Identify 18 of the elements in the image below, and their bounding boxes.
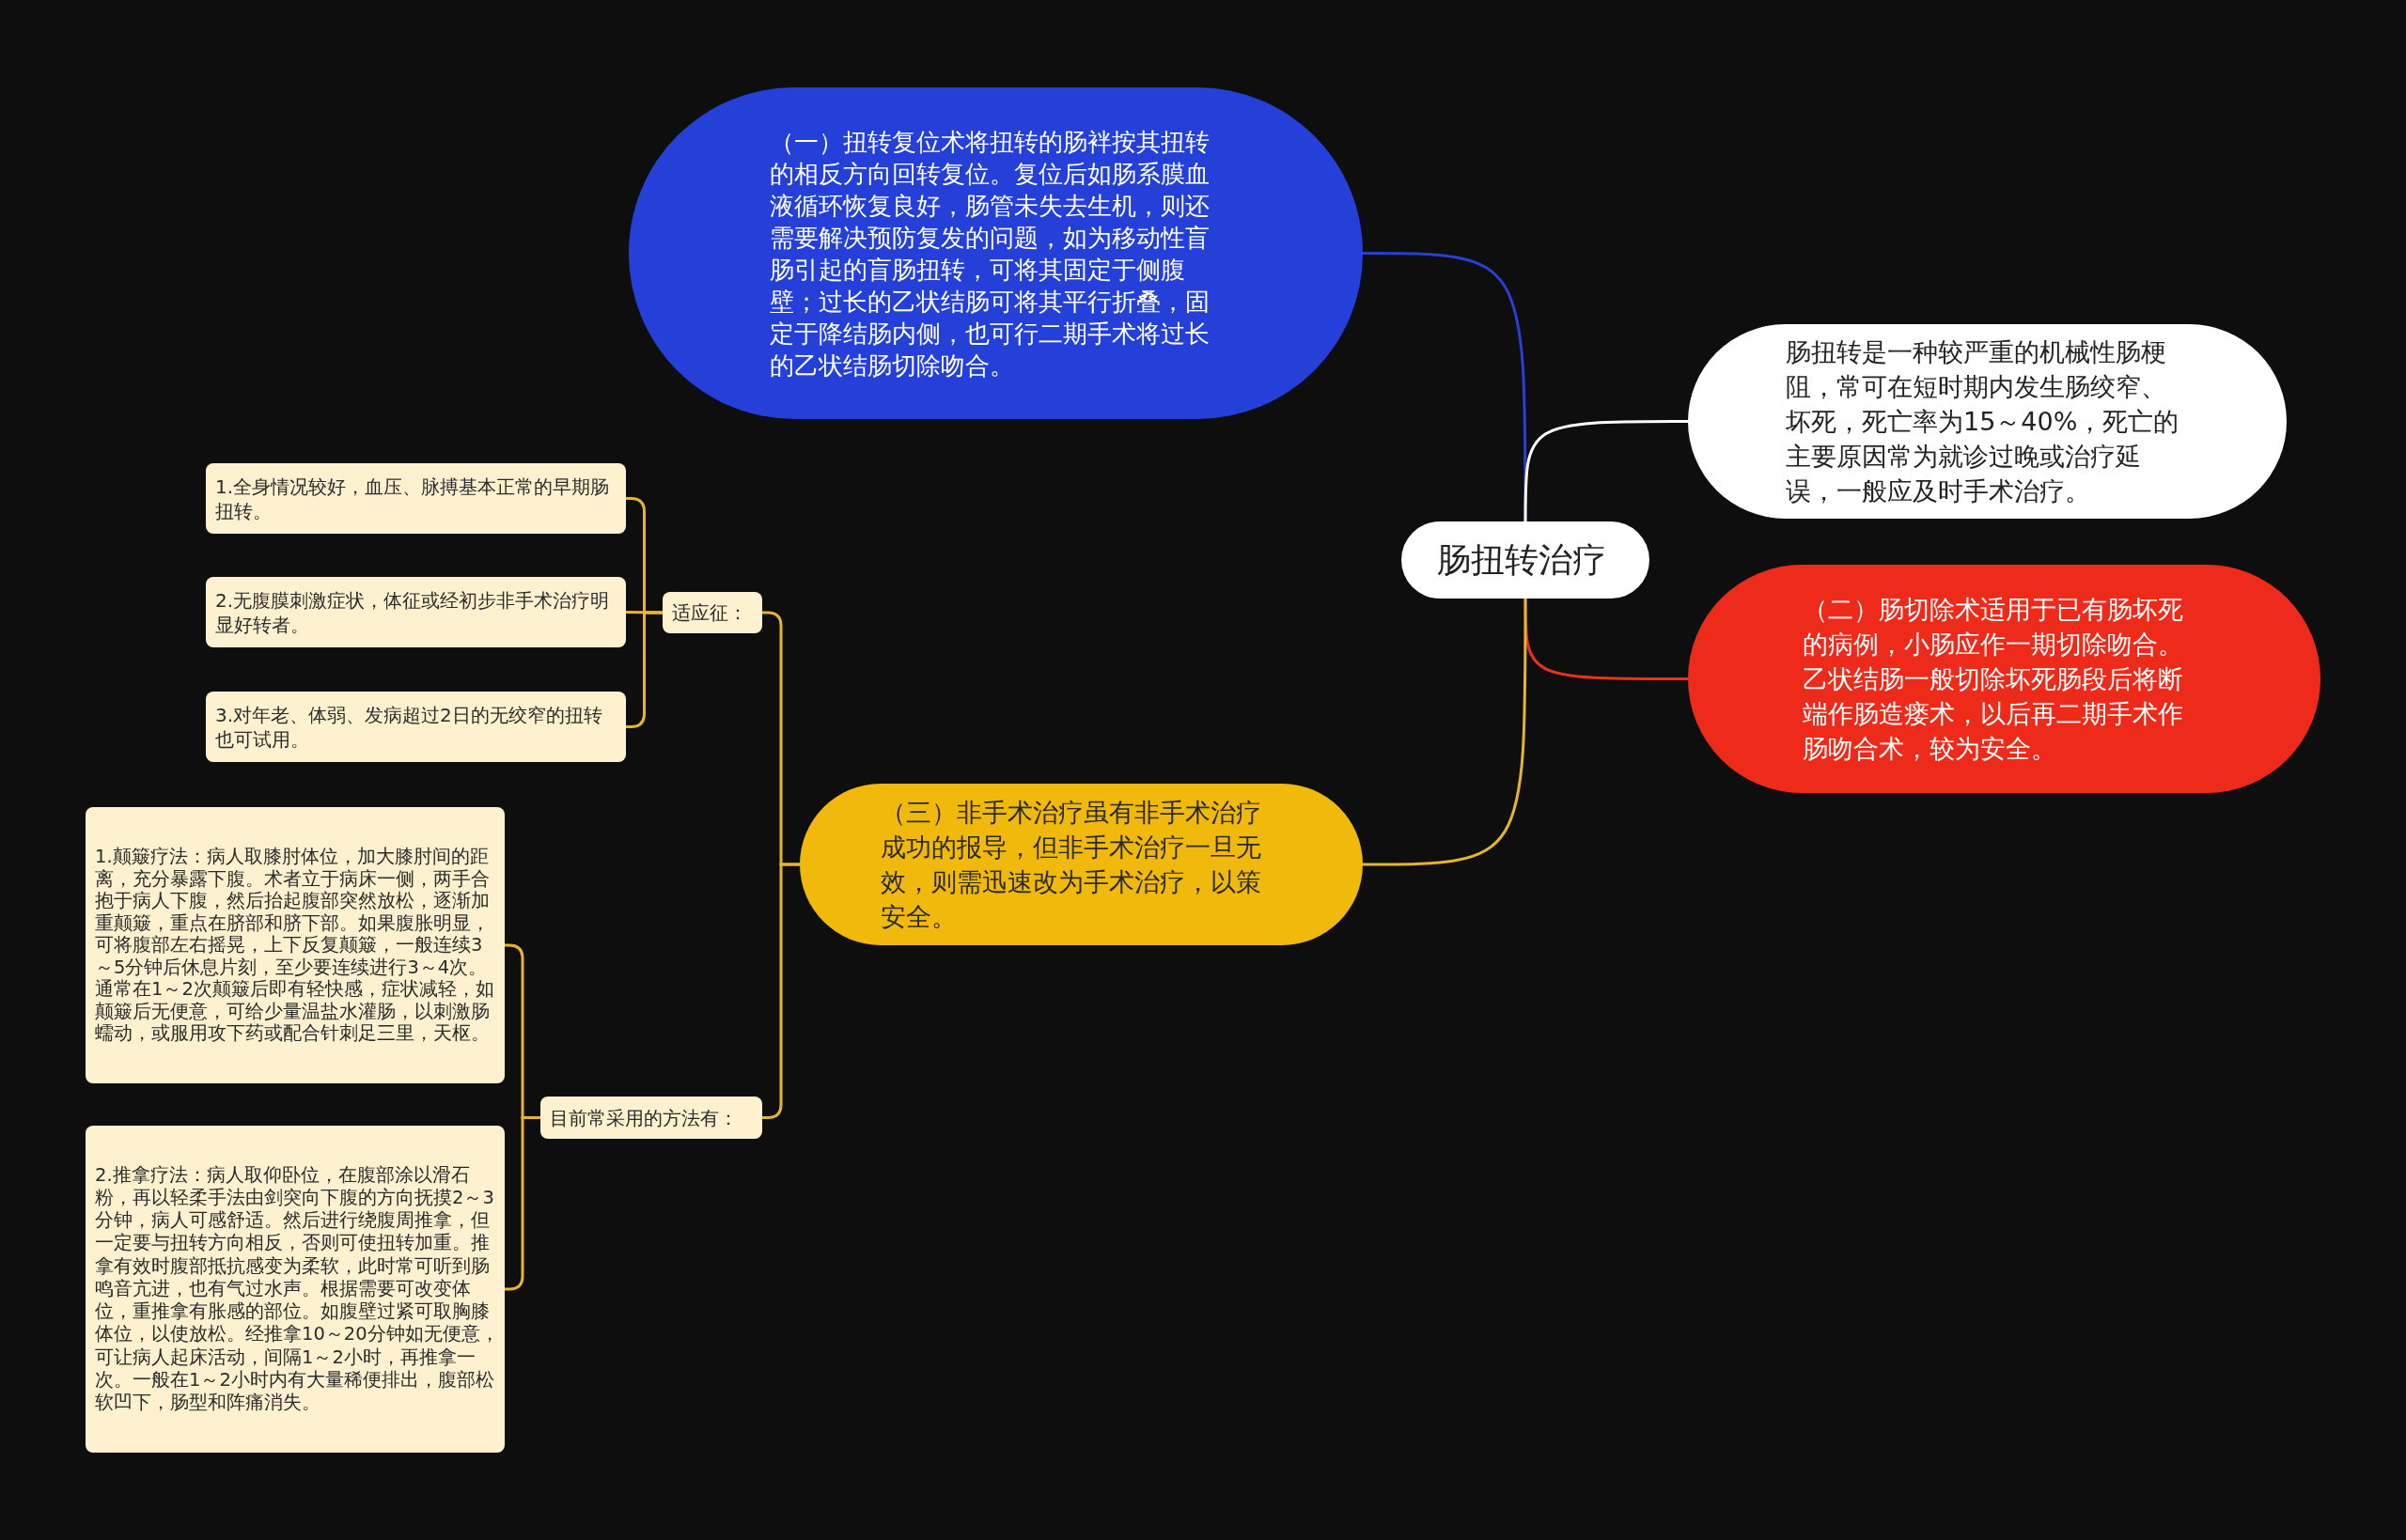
connector-line — [1363, 599, 1527, 866]
topic-bubble: 肠扭转是一种较严重的机械性肠梗阻，常可在短时期内发生肠绞窄、坏死，死亡率为15～40%，死亡的主要原因常为就诊过晚或治疗延误，一般应及时手术治疗。 — [1688, 324, 2287, 519]
topic-bubble: （二）肠切除术适用于已有肠坏死的病例，小肠应作一期切除吻合。乙状结肠一般切除坏死肠段后将断端作肠造瘘术，以后再二期手术作肠吻合术，较为安全。 — [1688, 565, 2320, 793]
connector-line — [1523, 599, 1688, 680]
connector-line — [1363, 252, 1527, 521]
subtopic-box: 目前常采用的方法有： — [540, 1097, 762, 1139]
topic-bubble: （一）扭转复位术将扭转的肠袢按其扭转的相反方向回转复位。复位后如肠系膜血液循环恢复良好，肠管未失去生机，则还需要解决预防复发的问题，如为移动性盲肠引起的盲肠扭转，可将其固定于侧腹壁；过长的乙状结肠可将其平行折叠，固定于降结肠内侧，也可行二期手术将过长的乙状结肠切除吻合。 — [629, 87, 1363, 419]
connector-line — [505, 1116, 540, 1291]
detail-box: 1.全身情况较好，血压、脉搏基本正常的早期肠扭转。 — [206, 463, 626, 534]
detail-box: 3.对年老、体弱、发病超过2日的无绞窄的扭转也可试用。 — [206, 692, 626, 762]
detail-box: 2.推拿疗法：病人取仰卧位，在腹部涂以滑石粉，再以轻柔手法由剑突向下腹的方向抚摸2～3分钟，病人可感舒适。然后进行绕腹周推拿，但一定要与扭转方向相反，否则可使扭转加重。推拿有效时腹部抵抗感变为柔软，此时常可听到肠鸣音亢进，也有气过水声。根据需要可改变体位，重推拿有胀感的部位。如腹壁过紧可取胸膝体位，以使放松。经推拿10～20分钟如无便意，可让病人起床活动，间隔1～2小时，再推拿一次。一般在1～2小时内有大量稀便排出，腹部松软凹下，肠型和阵痛消失。 — [86, 1126, 505, 1453]
detail-box: 2.无腹膜刺激症状，体征或经初步非手术治疗明显好转者。 — [206, 577, 626, 647]
subtopic-box: 适应征： — [663, 592, 762, 633]
detail-box: 1.颠簸疗法：病人取膝肘体位，加大膝肘间的距离，充分暴露下腹。术者立于病床一侧，两手合抱于病人下腹，然后抬起腹部突然放松，逐渐加重颠簸，重点在脐部和脐下部。如果腹胀明显，可将腹部左右摇晃，上下反复颠簸，一般连续3～5分钟后休息片刻，至少要连续进行3～4次。通常在1～2次颠簸后即有轻快感，症状减轻，如颠簸后无便意，可给少量温盐水灌肠，以刺激肠蠕动，或服用攻下药或配合针刺足三里，天枢。 — [86, 807, 505, 1083]
root-topic: 肠扭转治疗 — [1401, 521, 1649, 599]
connector-line — [625, 611, 664, 614]
topic-bubble: （三）非手术治疗虽有非手术治疗成功的报导，但非手术治疗一旦无效，则需迅速改为手术治疗，以策安全。 — [800, 784, 1363, 945]
connector-line — [1523, 420, 1688, 521]
